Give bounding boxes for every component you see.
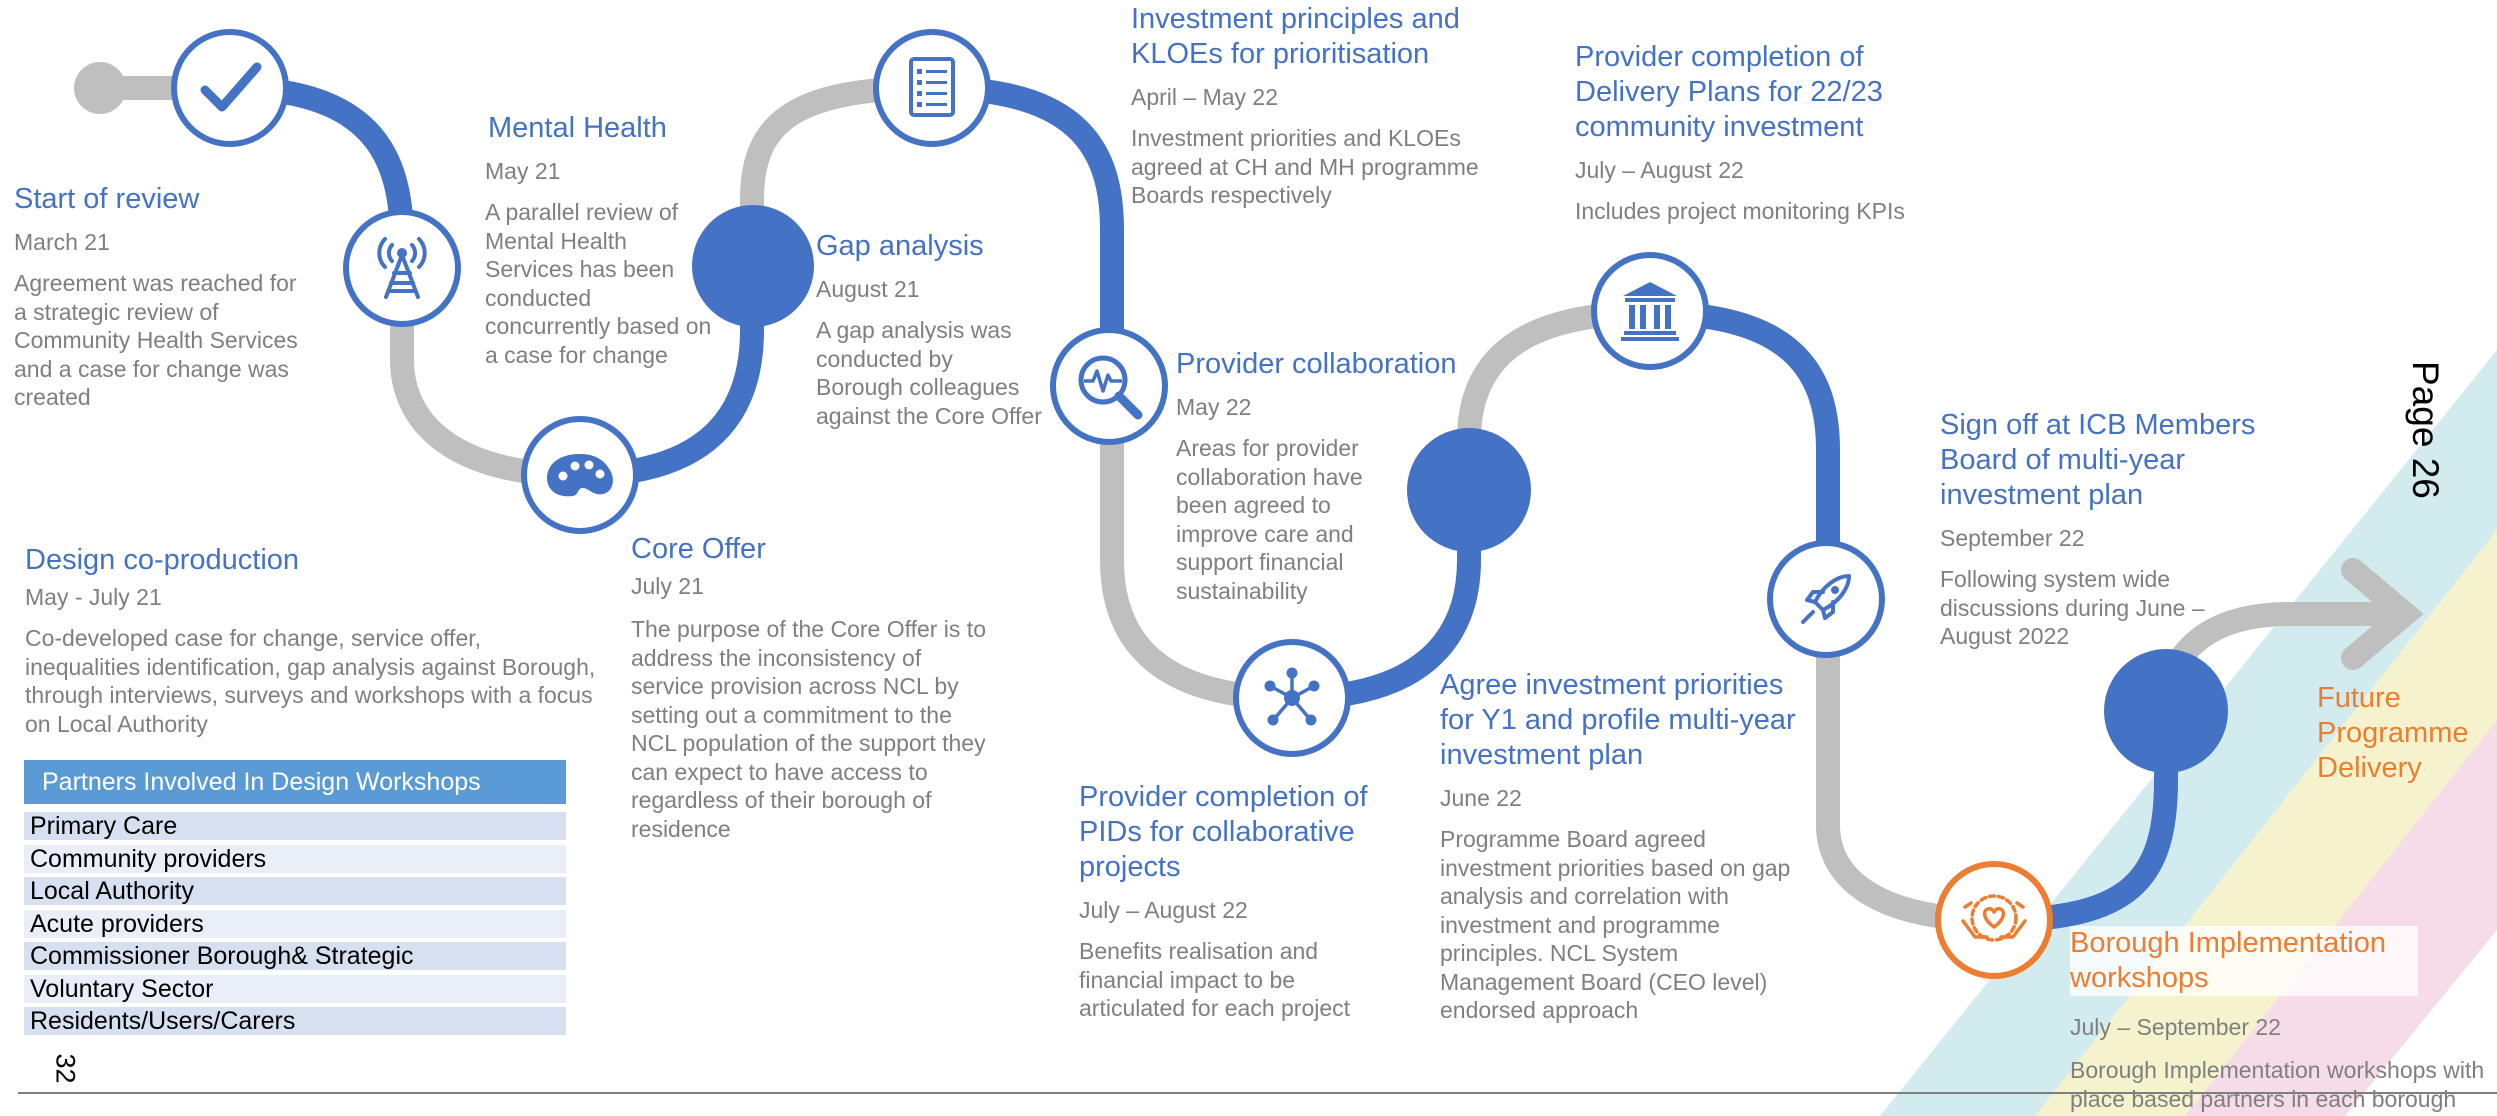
list-item: Community providers <box>24 844 566 873</box>
milestone-description: Includes project monitoring KPIs <box>1575 198 1905 224</box>
start-dot <box>74 62 126 114</box>
milestone-core-offer: Core Offer July 21 The purpose of the Co… <box>631 532 991 843</box>
milestone-description: Co-developed case for change, service of… <box>25 625 596 737</box>
checkmark-icon <box>200 62 262 112</box>
milestone-date: July – August 22 <box>1079 897 1248 923</box>
list-item: Voluntary Sector <box>24 974 566 1003</box>
milestone-title: Core Offer <box>631 533 766 565</box>
borough-workshops-node <box>1935 861 2053 979</box>
milestone-date: May 22 <box>1176 394 1252 420</box>
milestone-date: July – August 22 <box>1575 157 1744 183</box>
milestone-description: Areas for provider collaboration have be… <box>1176 435 1363 604</box>
milestone-start-review: Start of review March 21 Agreement was r… <box>14 182 314 412</box>
milestone-date: September 22 <box>1940 525 2085 551</box>
milestone-date: May - July 21 <box>25 584 162 610</box>
milestone-delivery-plans: Provider completion of Delivery Plans fo… <box>1575 40 1935 226</box>
milestone-description: The purpose of the Core Offer is to addr… <box>631 616 986 842</box>
milestone-description: Investment priorities and KLOEs agreed a… <box>1131 125 1479 208</box>
milestone-agree-priorities: Agree investment priorities for Y1 and p… <box>1440 668 1810 1025</box>
list-item: Acute providers <box>24 909 566 938</box>
milestone-mental-health: Mental Health May 21 A parallel review o… <box>485 111 715 369</box>
gap-analysis-dot <box>692 205 814 327</box>
milestone-description: Borough Implementation workshops with pl… <box>2070 1057 2485 1112</box>
milestone-description: A parallel review of Mental Health Servi… <box>485 199 712 368</box>
milestone-title: Design co-production <box>25 544 300 576</box>
milestone-date: August 21 <box>816 276 920 302</box>
footer-divider <box>18 1092 2497 1094</box>
milestone-title: Sign off at ICB Members Board of multi-y… <box>1940 409 2256 511</box>
mental-health-node <box>343 209 461 327</box>
milestone-title: Gap analysis <box>816 230 984 262</box>
list-item: Commissioner Borough& Strategic <box>24 942 566 970</box>
milestone-description: Following system wide discussions during… <box>1940 566 2205 649</box>
slide-number: 32 <box>50 1053 81 1084</box>
page-label: Page 26 <box>2405 361 2446 499</box>
milestone-title: Borough Implementation workshops <box>2070 926 2418 996</box>
investment-principles-node <box>873 29 991 147</box>
radio-tower-icon <box>377 237 427 299</box>
milestone-title: Start of review <box>14 183 200 215</box>
handshake-heart-icon <box>1961 894 2027 942</box>
milestone-description: Agreement was reached for a strategic re… <box>14 270 298 410</box>
milestone-description: Benefits realisation and financial impac… <box>1079 938 1351 1021</box>
milestone-gap-analysis: Gap analysis August 21 A gap analysis wa… <box>816 229 1046 430</box>
provider-collaboration-node <box>1050 327 1168 445</box>
milestone-provider-pids: Provider completion of PIDs for collabor… <box>1079 780 1399 1023</box>
milestone-title: Future Programme Delivery <box>2317 682 2469 784</box>
milestone-title: Provider completion of PIDs for collabor… <box>1079 781 1368 883</box>
milestone-date: March 21 <box>14 229 110 255</box>
milestone-future: Future Programme Delivery <box>2317 681 2477 786</box>
milestone-description: A gap analysis was conducted by Borough … <box>816 317 1042 429</box>
milestone-date: July 21 <box>631 573 704 599</box>
checklist-icon <box>909 57 955 117</box>
analytics-magnifier-icon <box>1078 355 1143 420</box>
milestone-title: Agree investment priorities for Y1 and p… <box>1440 669 1796 771</box>
list-item: Residents/Users/Carers <box>24 1007 566 1035</box>
milestone-date: June 22 <box>1440 785 1522 811</box>
milestone-description: Programme Board agreed investment priori… <box>1440 826 1791 1023</box>
list-item: Local Authority <box>24 877 566 905</box>
milestone-title: Investment principles and KLOEs for prio… <box>1131 3 1460 70</box>
rocket-icon <box>1801 574 1851 624</box>
milestone-title: Provider completion of Delivery Plans fo… <box>1575 41 1883 143</box>
milestone-provider-collaboration: Provider collaboration May 22 Areas for … <box>1176 347 1476 605</box>
pink-stripe <box>2185 720 2497 1116</box>
start-review-node <box>171 29 289 147</box>
provider-pids-node <box>1233 639 1351 757</box>
milestone-title: Mental Health <box>488 112 667 144</box>
milestone-title: Provider collaboration <box>1176 348 1457 380</box>
milestone-borough-workshops: Borough Implementation workshops July – … <box>2070 926 2497 1113</box>
bank-icon <box>1621 282 1679 341</box>
sign-off-dot <box>2104 649 2228 773</box>
agree-priorities-dot <box>1407 428 1531 552</box>
partners-header: Partners Involved In Design Workshops <box>24 760 566 804</box>
milestone-date: May 21 <box>485 158 561 184</box>
milestone-date: July – September 22 <box>2070 1014 2281 1040</box>
partners-table: Partners Involved In Design Workshops Pr… <box>24 760 566 1040</box>
milestone-investment-principles: Investment principles and KLOEs for prio… <box>1131 2 1501 210</box>
milestone-date: April – May 22 <box>1131 84 1279 110</box>
network-icon <box>1264 667 1320 726</box>
delivery-plans-node <box>1591 252 1709 370</box>
core-offer-node <box>521 416 639 534</box>
arrow-head <box>2341 558 2424 670</box>
sign-off-node <box>1767 540 1885 658</box>
palette-icon <box>547 454 613 497</box>
milestone-sign-off: Sign off at ICB Members Board of multi-y… <box>1940 408 2300 651</box>
milestone-design-coproduction: Design co-production May - July 21 Co-de… <box>25 543 600 738</box>
list-item: Primary Care <box>24 812 566 840</box>
